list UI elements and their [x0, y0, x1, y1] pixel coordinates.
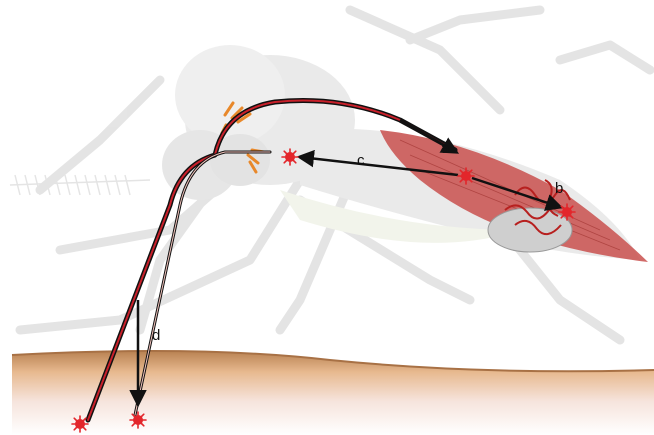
mosquito-silhouette — [10, 10, 650, 340]
label-a: a — [441, 140, 450, 157]
virus-icon — [72, 416, 88, 432]
virus-icon — [458, 168, 474, 184]
label-d: d — [152, 327, 160, 344]
label-c: c — [357, 152, 365, 169]
label-b: b — [555, 180, 563, 197]
virus-icon — [130, 412, 146, 428]
virus-icon — [559, 204, 575, 220]
virus-icon — [282, 149, 298, 165]
